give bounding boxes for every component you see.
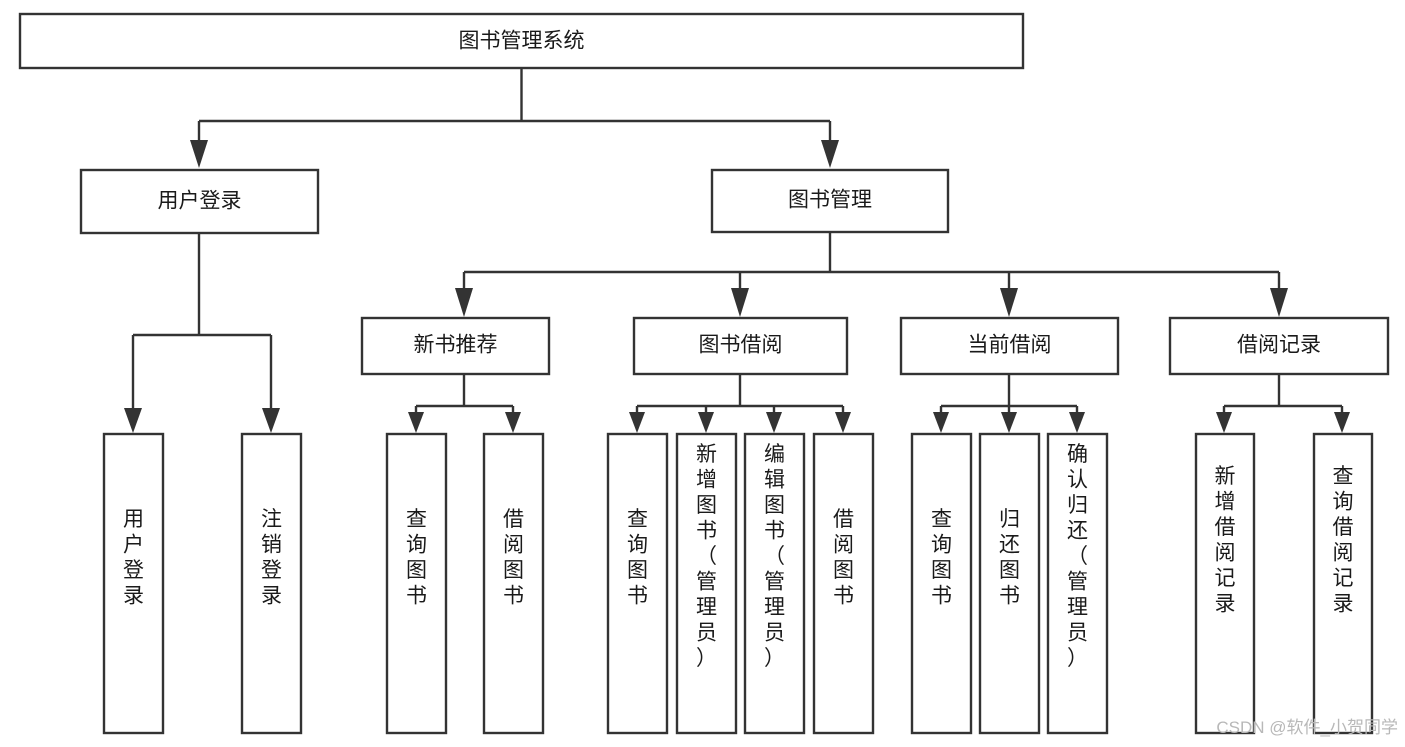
node-leaf-add-book-label: 新增图书（管理员）	[696, 443, 717, 670]
arrow-head-leaf-query-book-1	[408, 412, 424, 433]
node-leaf-borrow-book-2-box[interactable]	[812, 432, 875, 735]
csdn-watermark: CSDN @软件_小贺同学	[1216, 718, 1398, 737]
arrow-head-leaf-confirm-return	[1069, 412, 1085, 433]
node-book-manage-box[interactable]	[710, 168, 950, 234]
arrow-head-current-borrow	[1000, 288, 1018, 317]
node-leaf-confirm-return-box[interactable]	[1046, 432, 1109, 735]
arrow-head-leaf-edit-book	[766, 412, 782, 433]
node-root-box[interactable]	[18, 12, 1025, 70]
node-new-book-rec-box[interactable]	[360, 316, 551, 376]
node-current-borrow-box[interactable]	[899, 316, 1120, 376]
node-leaf-query-book-1[interactable]: 查询图书	[385, 432, 448, 735]
node-leaf-confirm-return-label: 确认归还（管理员）	[1067, 443, 1088, 670]
node-leaf-logout-box[interactable]	[240, 432, 303, 735]
node-borrow-record-label: 借阅记录	[1237, 334, 1321, 357]
node-borrow-record-box[interactable]	[1168, 316, 1390, 376]
node-leaf-borrow-book-1[interactable]: 借阅图书	[482, 432, 545, 735]
node-leaf-return-book-box[interactable]	[978, 432, 1041, 735]
node-user-login[interactable]: 用户登录	[79, 168, 320, 235]
node-leaf-edit-book-box[interactable]	[743, 432, 806, 735]
node-leaf-query-book-2-box[interactable]	[606, 432, 669, 735]
node-current-borrow-label: 当前借阅	[968, 334, 1052, 357]
node-leaf-query-book-3[interactable]: 查询图书	[910, 432, 973, 735]
node-user-login-label: 用户登录	[158, 190, 242, 213]
node-leaf-add-book[interactable]: 新增图书（管理员）	[675, 432, 738, 735]
node-leaf-add-record-label: 新增借阅记录	[1215, 465, 1236, 616]
arrow-head-leaf-add-record	[1216, 412, 1232, 433]
node-leaf-borrow-book-1-box[interactable]	[482, 432, 545, 735]
node-new-book-rec[interactable]: 新书推荐	[360, 316, 551, 376]
node-leaf-borrow-book-2-label: 借阅图书	[833, 508, 854, 608]
arrow-head-leaf-query-book-3	[933, 412, 949, 433]
node-leaf-edit-book-label: 编辑图书（管理员）	[764, 443, 785, 670]
node-leaf-add-record[interactable]: 新增借阅记录	[1194, 432, 1256, 735]
node-leaf-query-book-3-label: 查询图书	[931, 508, 952, 608]
node-book-manage[interactable]: 图书管理	[710, 168, 950, 234]
node-book-manage-label: 图书管理	[788, 189, 872, 212]
node-book-borrow[interactable]: 图书借阅	[632, 316, 849, 376]
arrow-head-new-book-rec	[455, 288, 473, 317]
arrow-head-leaf-query-record	[1334, 412, 1350, 433]
arrow-head-user-login	[190, 140, 208, 168]
node-book-borrow-box[interactable]	[632, 316, 849, 376]
node-leaf-borrow-book-1-label: 借阅图书	[503, 508, 524, 608]
arrow-head-book-borrow	[731, 288, 749, 317]
arrow-head-leaf-user-login	[124, 408, 142, 433]
node-leaf-query-record-box[interactable]	[1312, 432, 1374, 735]
node-leaf-query-record-label: 查询借阅记录	[1333, 465, 1354, 616]
node-book-borrow-label: 图书借阅	[699, 334, 783, 357]
arrow-head-book-manage	[821, 140, 839, 168]
node-leaf-return-book[interactable]: 归还图书	[978, 432, 1041, 735]
node-user-login-box[interactable]	[79, 168, 320, 235]
node-root-label: 图书管理系统	[459, 30, 585, 53]
node-leaf-return-book-label: 归还图书	[999, 508, 1020, 608]
node-leaf-query-book-2[interactable]: 查询图书	[606, 432, 669, 735]
node-root[interactable]: 图书管理系统	[18, 12, 1025, 70]
arrow-head-leaf-return-book	[1001, 412, 1017, 433]
arrow-head-borrow-record	[1270, 288, 1288, 317]
node-leaf-edit-book[interactable]: 编辑图书（管理员）	[743, 432, 806, 735]
node-leaf-query-book-2-label: 查询图书	[627, 508, 648, 608]
node-leaf-logout[interactable]: 注销登录	[240, 432, 303, 735]
connector-layer	[124, 68, 1350, 433]
arrow-head-leaf-query-book-2	[629, 412, 645, 433]
node-leaf-user-login-label: 用户登录	[123, 508, 144, 608]
node-leaf-query-book-1-box[interactable]	[385, 432, 448, 735]
node-leaf-user-login-box[interactable]	[102, 432, 165, 735]
arrow-head-leaf-borrow-book-2	[835, 412, 851, 433]
node-leaf-confirm-return[interactable]: 确认归还（管理员）	[1046, 432, 1109, 735]
arrow-head-leaf-logout	[262, 408, 280, 433]
node-leaf-user-login[interactable]: 用户登录	[102, 432, 165, 735]
node-leaf-borrow-book-2[interactable]: 借阅图书	[812, 432, 875, 735]
node-leaf-logout-label: 注销登录	[261, 508, 282, 608]
node-leaf-add-book-box[interactable]	[675, 432, 738, 735]
node-leaf-query-book-1-label: 查询图书	[406, 508, 427, 608]
node-borrow-record[interactable]: 借阅记录	[1168, 316, 1390, 376]
arrow-head-leaf-add-book	[698, 412, 714, 433]
arrow-head-leaf-borrow-book-1	[505, 412, 521, 433]
node-current-borrow[interactable]: 当前借阅	[899, 316, 1120, 376]
node-new-book-rec-label: 新书推荐	[414, 334, 498, 357]
node-leaf-query-record[interactable]: 查询借阅记录	[1312, 432, 1374, 735]
node-leaf-add-record-box[interactable]	[1194, 432, 1256, 735]
node-leaf-query-book-3-box[interactable]	[910, 432, 973, 735]
